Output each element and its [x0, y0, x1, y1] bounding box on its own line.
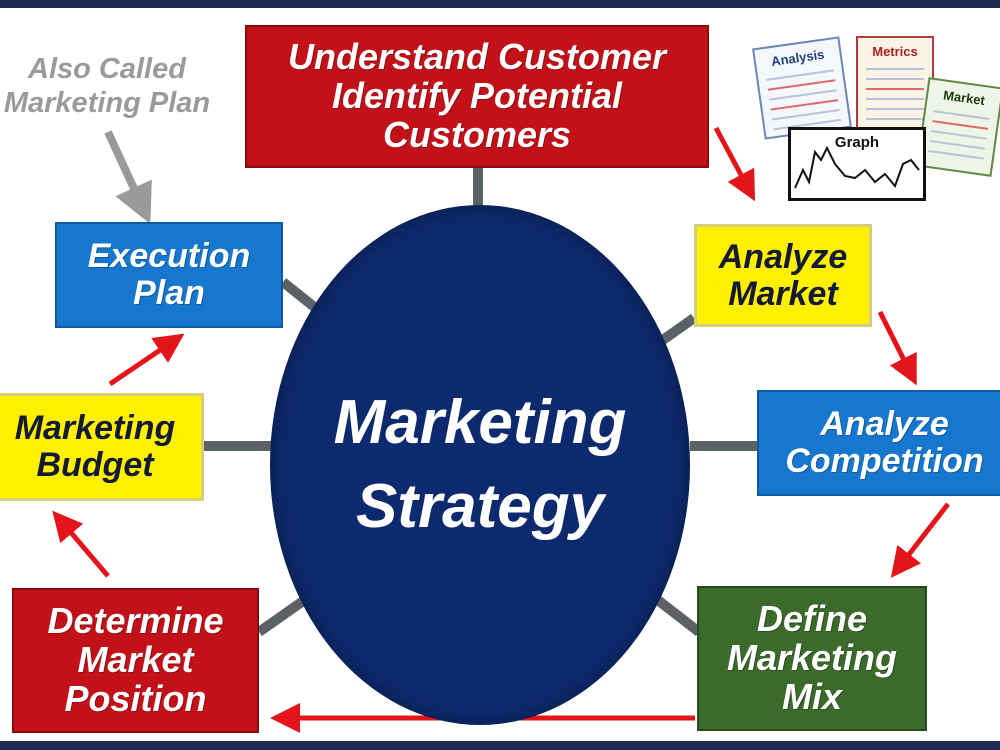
box-market-position-line3: Position: [64, 677, 207, 719]
box-understand-customer-line3: Customers: [382, 113, 572, 155]
box-execution-plan-line1: Execution: [87, 237, 251, 276]
box-analyze-market-line2: Market: [728, 274, 838, 313]
center-title-line1: Marketing: [333, 388, 627, 458]
box-market-position: Determine Market Position: [12, 588, 259, 733]
arrow-budget-to-execution: [108, 333, 185, 387]
doc-analysis-card: Analysis: [752, 36, 852, 140]
box-marketing-mix: Define Marketing Mix: [697, 586, 927, 731]
doc-graph-title: Graph: [834, 134, 880, 151]
arrow-position-to-budget: [52, 510, 110, 578]
connector-analyze-market: [657, 313, 697, 347]
box-analyze-market: Analyze Market: [694, 224, 872, 327]
doc-market-card: Market: [916, 77, 1000, 177]
box-analyze-market-line1: Analyze: [718, 237, 848, 276]
graph-line-icon: [794, 145, 920, 189]
arrow-note-to-execution: [104, 130, 152, 225]
center-title: Marketing Strategy: [270, 205, 690, 725]
doc-metrics-title: Metrics: [872, 44, 918, 59]
doc-graph-card: Graph: [788, 127, 926, 201]
doc-market-title: Market: [942, 87, 986, 109]
doc-analysis-title: Analysis: [770, 46, 826, 69]
center-ellipse: [270, 205, 690, 725]
also-called-note: Also Called Marketing Plan: [0, 52, 222, 120]
box-understand-customer-line2: Identify Potential: [331, 75, 623, 117]
box-understand-customer: Understand Customer Identify Potential C…: [245, 25, 709, 168]
box-marketing-budget-line2: Budget: [36, 446, 154, 484]
bottom-border: [0, 741, 1000, 750]
box-analyze-competition-line1: Analyze: [820, 405, 949, 444]
box-marketing-mix-line1: Define: [756, 598, 868, 640]
box-marketing-budget-line1: Marketing: [14, 409, 176, 448]
also-called-line2: Marketing Plan: [3, 87, 211, 120]
box-market-position-line1: Determine: [47, 600, 224, 642]
arrow-competition-to-mix: [890, 502, 950, 578]
box-execution-plan: Execution Plan: [55, 222, 283, 328]
box-marketing-mix-line3: Mix: [781, 675, 842, 717]
box-marketing-mix-line2: Marketing: [726, 637, 898, 679]
box-analyze-competition: Analyze Competition: [757, 390, 1000, 496]
box-analyze-competition-line2: Competition: [785, 442, 984, 480]
also-called-line1: Also Called: [28, 53, 186, 85]
center-title-line2: Strategy: [355, 472, 605, 541]
top-border: [0, 0, 1000, 8]
arrow-market-to-competition: [877, 310, 917, 386]
box-understand-customer-line1: Understand Customer: [287, 36, 667, 78]
arrow-top-to-market: [713, 126, 756, 202]
box-marketing-budget: Marketing Budget: [0, 393, 204, 501]
box-market-position-line2: Market: [77, 639, 194, 681]
connector-execution: [279, 278, 322, 314]
box-execution-plan-line2: Plan: [133, 274, 205, 312]
